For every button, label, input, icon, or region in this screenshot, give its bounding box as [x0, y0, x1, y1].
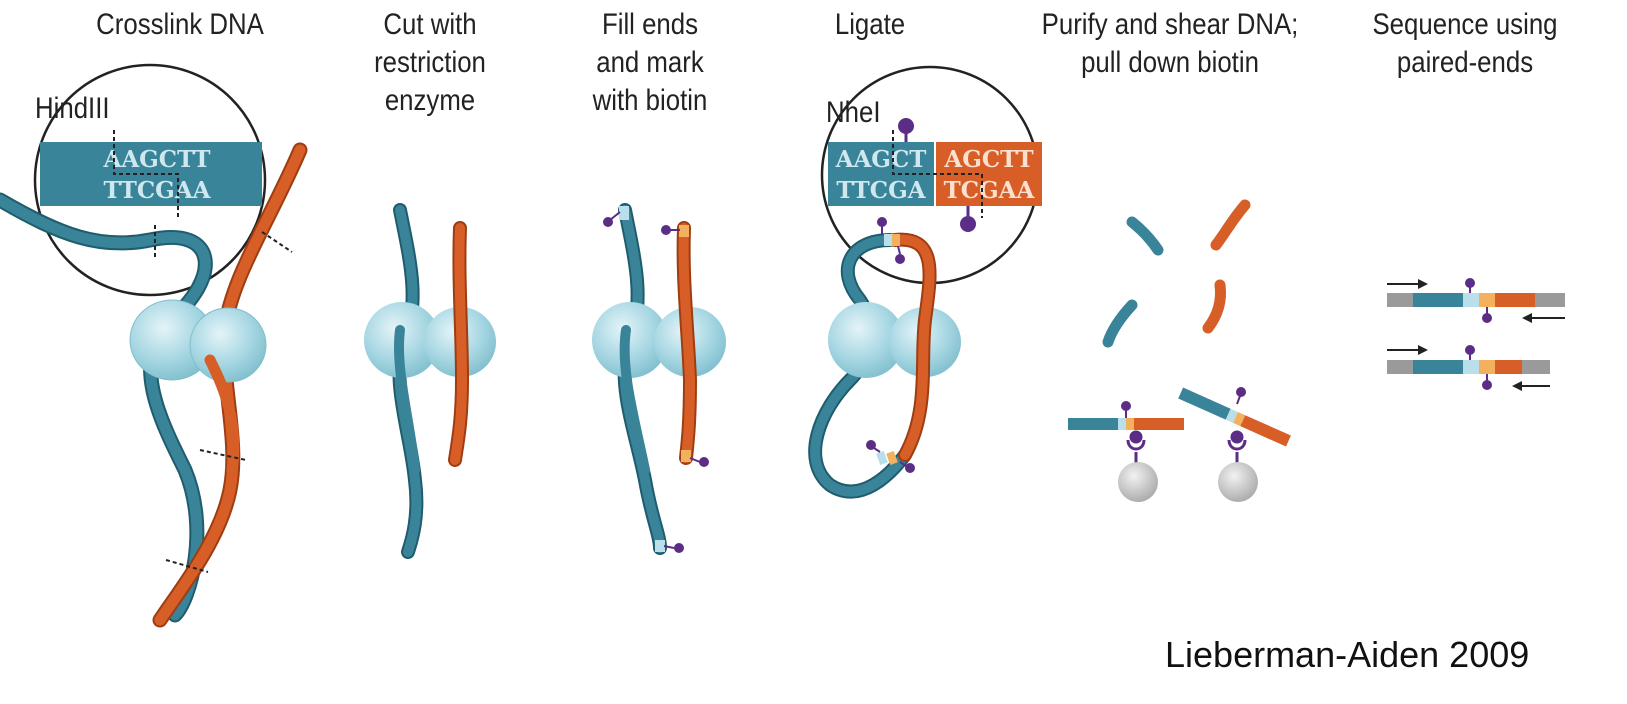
biotin-marker [689, 457, 709, 467]
ligation-product-teal [1068, 418, 1128, 430]
sequence-bottom: TTCGAA [103, 177, 211, 204]
step-title-purify: Purify and shear DNA; pull down biotin [1041, 8, 1299, 79]
biotin-marker [877, 217, 887, 234]
biotin-marker [603, 211, 621, 227]
read-arrow-forward [1387, 345, 1428, 355]
streptavidin [1126, 430, 1146, 464]
sequence-top-left: AAGCT [835, 146, 927, 173]
dna-teal-fragment [1126, 216, 1164, 256]
sequence-top: AAGCTT [102, 146, 210, 173]
streptavidin-bead [1218, 462, 1258, 502]
cut-mark [199, 449, 247, 461]
panel-cut [364, 203, 496, 559]
biotin-marker [895, 245, 905, 264]
ligation-product-orange [1495, 360, 1522, 374]
protein-left [592, 302, 668, 378]
enzyme-label-hindiii: HindIII [35, 92, 110, 125]
citation: Lieberman-Aiden 2009 [1165, 634, 1530, 675]
biotin-marker [1121, 401, 1131, 418]
ligation-product-orange [1240, 415, 1291, 447]
panel-ligate: AAGCT TTCGA AGCTT TCGAA [808, 65, 1042, 499]
sequence-bottom-left: TTCGA [836, 177, 926, 204]
protein-right [189, 307, 267, 383]
ligation-product-teal [1413, 360, 1463, 374]
read-segment [1387, 293, 1413, 307]
step-title-fill: Fill ends and mark with biotin [592, 8, 708, 117]
panel-fill [592, 203, 726, 555]
panel-sequence [1387, 278, 1565, 391]
ligation-product-orange [1495, 293, 1535, 307]
biotin-marker [1482, 374, 1492, 390]
ligation-product-teal [1413, 293, 1463, 307]
protein-left [828, 302, 904, 378]
ligation-product-teal [1178, 387, 1231, 420]
ligation-product-orange [1134, 418, 1184, 430]
sequence-bottom-right: TCGAA [944, 177, 1036, 204]
cut-line [892, 130, 983, 218]
biotin-marker [899, 461, 915, 473]
panel-crosslink: AAGCTT TTCGAA [0, 63, 308, 628]
step-title-cut: Cut with restriction enzyme [374, 8, 486, 117]
read-segment [1387, 360, 1413, 374]
read-arrow-forward [1387, 279, 1428, 289]
biotin-marker [661, 225, 680, 235]
biotin-marker [960, 206, 976, 232]
enzyme-label-nhei: NheI [826, 96, 881, 129]
read-arrow-reverse [1512, 381, 1550, 391]
biotin-marker [663, 543, 684, 553]
sequence-band-orange [936, 142, 1042, 206]
dna-teal-fragment [1102, 299, 1138, 348]
dna-orange-fragment [1210, 199, 1251, 251]
step-title-crosslink: Crosslink DNA [96, 8, 264, 41]
biotin-marker [1465, 345, 1475, 360]
dna-orange-fragment [1202, 279, 1226, 334]
read-segment [1535, 293, 1565, 307]
cut-mark [165, 559, 209, 573]
sequence-top-right: AGCTT [943, 146, 1033, 173]
biotin-marker [1236, 387, 1246, 405]
biotin-marker [866, 440, 881, 453]
biotin-marker [898, 118, 914, 142]
panel-purify [1068, 199, 1291, 502]
cut-mark [261, 231, 293, 253]
step-title-sequence: Sequence using paired-ends [1372, 8, 1558, 79]
cut-line [113, 130, 179, 218]
read-segment [1522, 360, 1550, 374]
sequence-band-teal [828, 142, 934, 206]
read-arrow-reverse [1522, 313, 1565, 323]
biotin-marker [1465, 278, 1475, 293]
biotin-marker [1482, 307, 1492, 323]
streptavidin [1227, 430, 1247, 464]
streptavidin-bead [1118, 462, 1158, 502]
step-title-ligate: Ligate [834, 8, 906, 41]
